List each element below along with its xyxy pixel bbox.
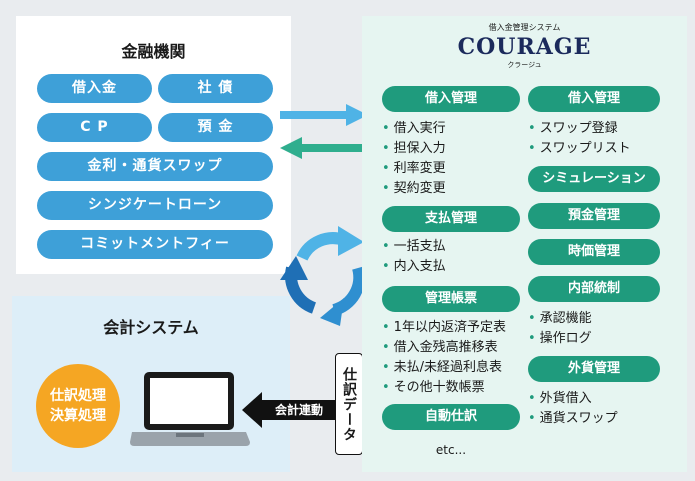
list-item: 操作ログ — [528, 329, 592, 349]
syndicate-loan-pill: シンジケートローン — [37, 191, 273, 220]
borrow-mgmt-left-list: 借入実行 担保入力 利率変更 契約変更 — [382, 119, 446, 199]
etc-label: etc... — [435, 443, 467, 457]
journal-data-box: 仕訳データ — [335, 353, 363, 455]
list-item: 利率変更 — [382, 159, 446, 179]
borrow-mgmt-right-list: スワップ登録 スワップリスト — [528, 119, 631, 159]
financial-institution-panel: 金融機関 借入金 社 債 C P 預 金 金利・通貨スワップ シンジケートローン… — [16, 16, 291, 274]
arrow-to-bank — [280, 137, 368, 159]
list-item: 借入金残高推移表 — [382, 338, 506, 358]
courage-panel: 借入金管理システム COURAGE クラージュ 借入管理 借入実行 担保入力 利… — [362, 16, 687, 472]
list-item: 一括支払 — [382, 237, 446, 257]
accounting-system-title: 会計システム — [103, 318, 199, 337]
auto-journal-pill: 自動仕訳 — [382, 404, 520, 430]
deposit-mgmt-pill: 預金管理 — [528, 203, 660, 229]
payment-mgmt-list: 一括支払 内入支払 — [382, 237, 446, 277]
cp-pill: C P — [37, 113, 152, 142]
list-item: スワップ登録 — [528, 119, 631, 139]
list-item: 担保入力 — [382, 139, 446, 159]
arrow-to-courage — [280, 104, 368, 126]
cycle-arrows-icon — [280, 226, 366, 326]
internal-control-pill: 内部統制 — [528, 276, 660, 302]
borrow-mgmt-left-pill: 借入管理 — [382, 86, 520, 112]
financial-institution-title: 金融機関 — [121, 42, 186, 61]
deposits-pill: 預 金 — [158, 113, 273, 142]
borrowing-pill: 借入金 — [37, 74, 152, 103]
list-item: 借入実行 — [382, 119, 446, 139]
fx-mgmt-list: 外貨借入 通貨スワップ — [528, 389, 618, 429]
fx-mgmt-pill: 外貨管理 — [528, 356, 660, 382]
courage-logo: COURAGE — [457, 34, 592, 60]
list-item: 契約変更 — [382, 179, 446, 199]
payment-mgmt-pill: 支払管理 — [382, 206, 520, 232]
list-item: その他十数帳票 — [382, 378, 506, 398]
list-item: 承認機能 — [528, 309, 592, 329]
laptop-icon — [130, 372, 250, 446]
list-item: 通貨スワップ — [528, 409, 618, 429]
list-item: 内入支払 — [382, 257, 446, 277]
courage-logo-kana: クラージュ — [507, 61, 542, 69]
list-item: 1年以内返済予定表 — [382, 318, 506, 338]
journal-data-label: 仕訳データ — [341, 366, 357, 442]
accounting-link-label: 会計連動 — [274, 403, 323, 417]
swap-pill: 金利・通貨スワップ — [37, 152, 273, 181]
commitment-fee-pill: コミットメントフィー — [37, 230, 273, 259]
market-value-mgmt-pill: 時価管理 — [528, 239, 660, 265]
accounting-link-arrow — [242, 392, 336, 428]
journal-process-label: 仕訳処理 — [50, 388, 106, 404]
courage-logo-subtitle: 借入金管理システム — [488, 23, 561, 32]
list-item: 未払/未経過利息表 — [382, 358, 506, 378]
bonds-pill: 社 債 — [158, 74, 273, 103]
journal-process-circle: 仕訳処理 決算処理 — [36, 364, 120, 448]
closing-process-label: 決算処理 — [50, 408, 106, 424]
ledger-mgmt-pill: 管理帳票 — [382, 286, 520, 312]
borrow-mgmt-right-pill: 借入管理 — [528, 86, 660, 112]
ledger-mgmt-list: 1年以内返済予定表 借入金残高推移表 未払/未経過利息表 その他十数帳票 — [382, 318, 506, 398]
list-item: 外貨借入 — [528, 389, 618, 409]
simulation-pill: シミュレーション — [528, 166, 660, 192]
internal-control-list: 承認機能 操作ログ — [528, 309, 592, 349]
list-item: スワップリスト — [528, 139, 631, 159]
